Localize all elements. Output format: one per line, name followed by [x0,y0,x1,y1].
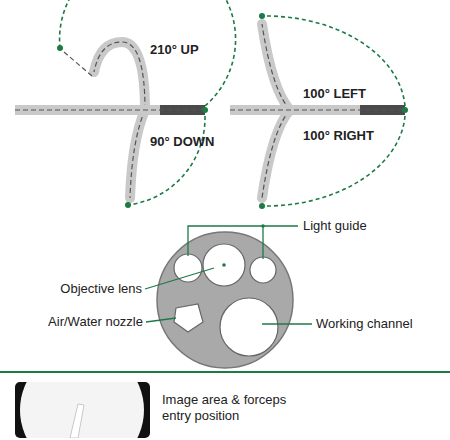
angle-label: 100° LEFT [303,86,366,102]
distal-tip [157,232,293,368]
angle-label: 90° DOWN [150,134,214,150]
part-name: Image area & forceps entry position [162,392,312,424]
up-down-bending [15,0,236,208]
leader-lines [145,224,312,324]
left-right-bending [230,13,408,209]
part-name: Objective lens [60,281,142,297]
part-name: Air/Water nozzle [48,314,143,330]
angle-label: 100° RIGHT [303,128,374,144]
separator-line [0,371,450,373]
part-name: Working channel [316,316,413,332]
part-name: Light guide [303,218,367,234]
angle-label: 210° UP [150,42,199,58]
image-area [15,348,150,440]
